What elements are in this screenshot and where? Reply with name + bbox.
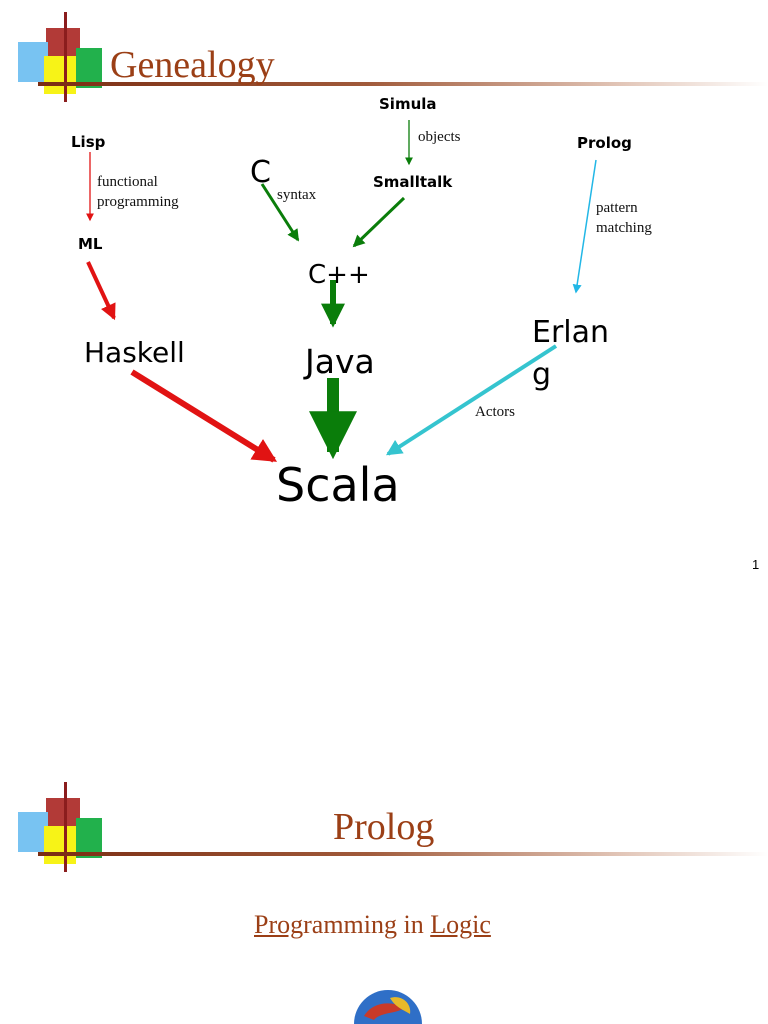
node-erlang-line2: g <box>532 360 551 390</box>
slide-title: Prolog <box>333 808 434 846</box>
slide-genealogy: Genealogy <box>0 0 768 590</box>
title-underline <box>38 852 768 856</box>
arrow-erlang-to-scala <box>388 346 556 454</box>
node-cpp: C++ <box>308 262 370 288</box>
subtitle-prog: Prog <box>254 910 303 939</box>
slide-prolog: Prolog Programming in Logic <box>0 770 768 1024</box>
node-java: Java <box>305 345 375 378</box>
subtitle-logic: Logic <box>430 910 491 939</box>
node-c: C <box>250 158 271 188</box>
node-haskell: Haskell <box>84 339 185 367</box>
node-ml: ML <box>78 237 103 252</box>
arrow-prolog-to-erlang <box>576 160 596 292</box>
page-number: 1 <box>752 557 759 572</box>
label-syntax: syntax <box>277 185 316 205</box>
node-prolog: Prolog <box>577 136 632 151</box>
label-functional: functional <box>97 172 158 192</box>
arrow-haskell-to-scala <box>132 372 274 460</box>
node-simula: Simula <box>379 97 437 112</box>
globe-image <box>350 990 430 1024</box>
label-actors: Actors <box>475 402 515 422</box>
label-programming: programming <box>97 192 179 212</box>
node-smalltalk: Smalltalk <box>373 175 452 190</box>
slide-subtitle: Programming in Logic <box>254 910 491 940</box>
slide-logo <box>18 782 108 872</box>
arrow-smalltalk-to-cpp <box>354 198 404 246</box>
subtitle-middle: ramming in <box>303 910 430 939</box>
label-pattern: pattern <box>596 198 638 218</box>
node-scala: Scala <box>276 462 400 508</box>
label-objects: objects <box>418 127 461 147</box>
label-matching: matching <box>596 218 652 238</box>
arrow-ml-to-haskell <box>88 262 114 318</box>
node-lisp: Lisp <box>71 135 105 150</box>
node-erlang-line1: Erlan <box>532 318 609 348</box>
